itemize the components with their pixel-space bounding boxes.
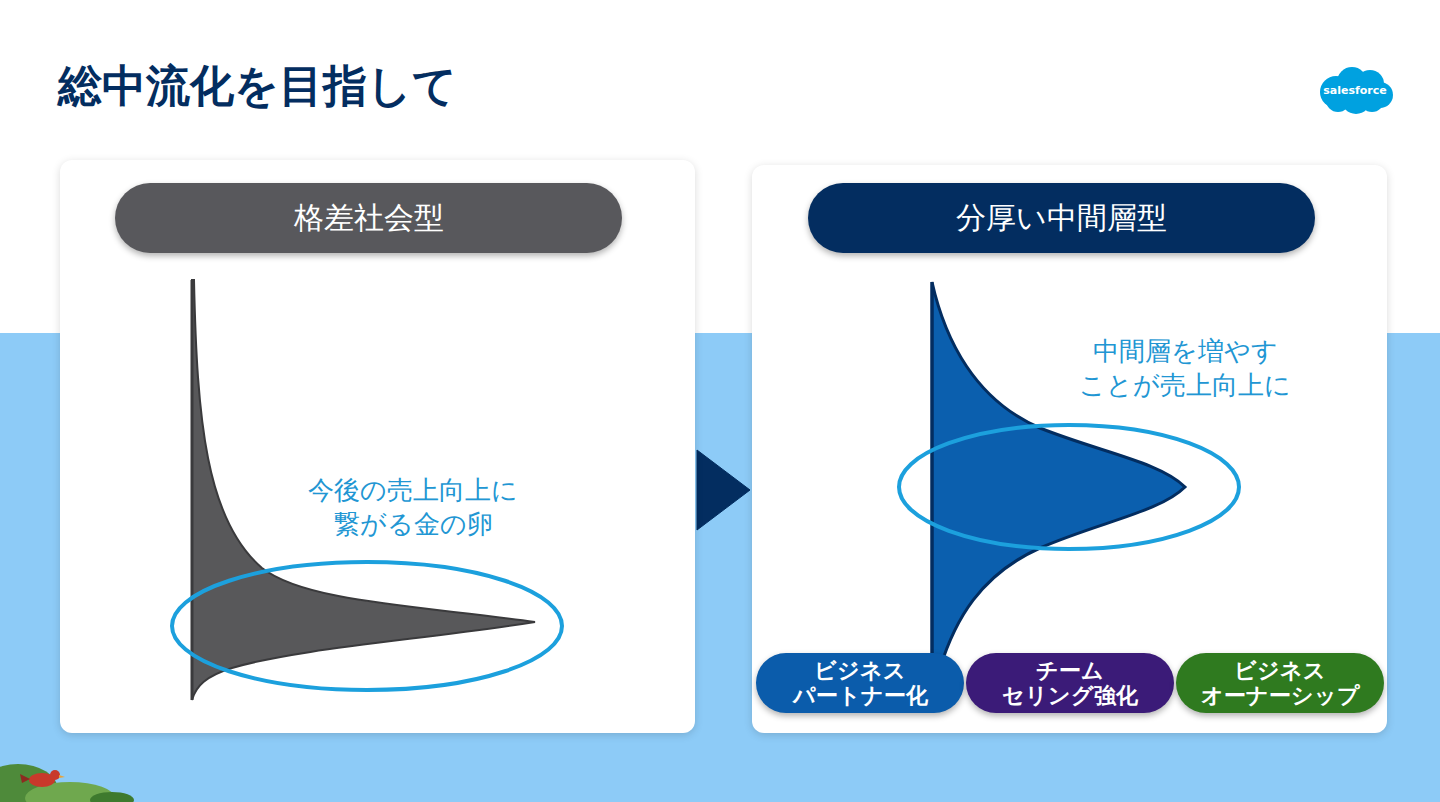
label-pill: 格差社会型 bbox=[115, 183, 622, 253]
content-panel: 今後の売上向上に 繋がる金の卵 格差社会型 bbox=[60, 160, 695, 733]
highlight-ellipse bbox=[172, 562, 562, 690]
label-pill: 分厚い中間層型 bbox=[808, 183, 1315, 253]
pill-label: ビジネス オーナーシップ bbox=[1186, 658, 1374, 709]
pill-label: 格差社会型 bbox=[294, 201, 444, 236]
pill-label: ビジネス パートナー化 bbox=[766, 658, 954, 709]
logo-text: salesforce bbox=[1323, 84, 1387, 97]
content-panel: 中間層を増やす ことが売上向上に 分厚い中間層型ビジネス パートナー化チーム セリ… bbox=[752, 165, 1387, 733]
slide-title: 総中流化を目指して bbox=[58, 60, 457, 113]
callout-note: 今後の売上向上に 繋がる金の卵 bbox=[288, 474, 538, 542]
pill-label: 分厚い中間層型 bbox=[956, 201, 1167, 236]
highlight-ellipse bbox=[899, 425, 1239, 549]
pill-label: チーム セリング強化 bbox=[976, 658, 1164, 709]
axis-line bbox=[931, 282, 934, 700]
callout-note: 中間層を増やす ことが売上向上に bbox=[1060, 335, 1310, 403]
label-pill: ビジネス パートナー化 bbox=[756, 653, 964, 713]
bush-decoration bbox=[0, 764, 134, 802]
company-logo: salesforce bbox=[1316, 62, 1394, 114]
label-pill: チーム セリング強化 bbox=[966, 653, 1174, 713]
label-pill: ビジネス オーナーシップ bbox=[1176, 653, 1384, 713]
flow-arrow bbox=[697, 450, 750, 530]
axis-line bbox=[191, 280, 194, 700]
bird-decoration bbox=[20, 770, 65, 787]
